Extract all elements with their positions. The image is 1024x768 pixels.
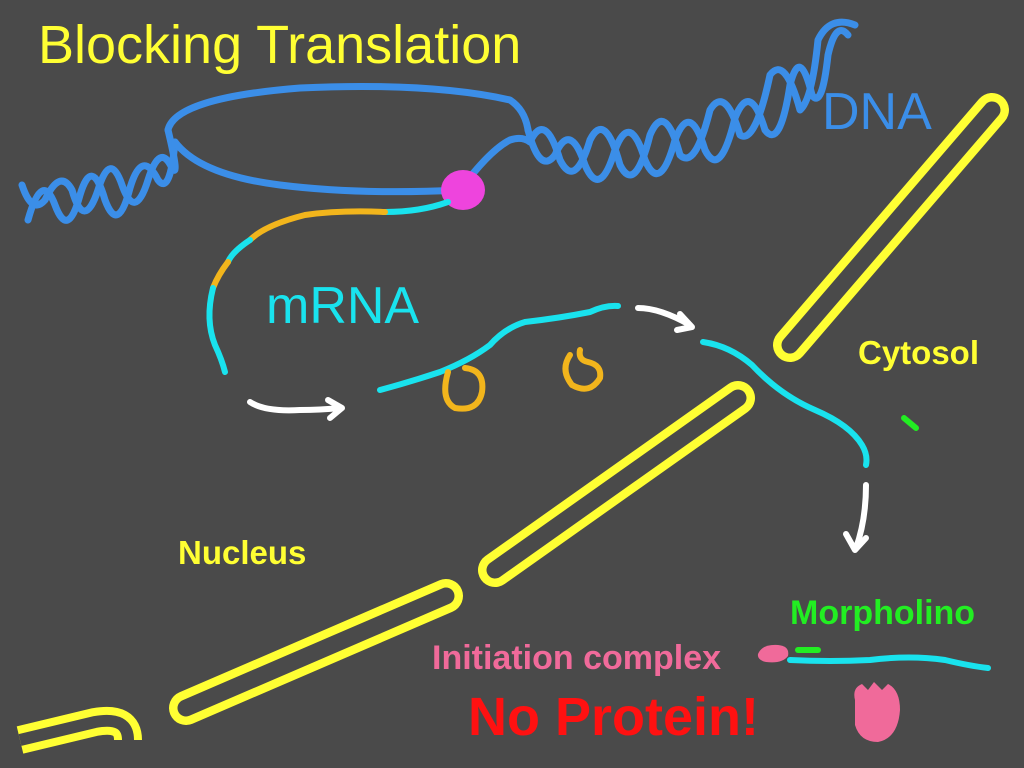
membrane-segment-middle (478, 381, 755, 587)
process-arrow-icon (635, 305, 695, 333)
mrna-label: mRNA (266, 277, 420, 335)
mrna-nuclear (206, 199, 451, 375)
mrna-cytosolic (700, 339, 870, 468)
mrna-utr-segment-2 (210, 259, 231, 291)
membrane-segment-bottom-left (16, 706, 142, 754)
mrna-strand-start (382, 199, 451, 215)
blocked-ribosome-icon (854, 682, 900, 742)
nuclear-membrane (16, 93, 1009, 754)
cytosol-label: Cytosol (858, 334, 980, 371)
mrna-strand-tail (206, 285, 228, 375)
slide-title: Blocking Translation (38, 15, 522, 75)
morpholino-oligo-icon (901, 415, 919, 431)
dna-loop-top (164, 83, 532, 134)
mrna-utr-segment (247, 208, 388, 243)
mrna-strand-mid (225, 237, 253, 265)
dna-loop-bottom (171, 134, 534, 196)
mrna-transit-strand (377, 302, 621, 393)
rna-polymerase-icon (441, 170, 485, 210)
nucleus-label: Nucleus (178, 534, 307, 571)
mrna-loop-2 (562, 347, 604, 392)
mrna-loop-1 (442, 365, 486, 412)
process-arrow-icon (247, 397, 345, 421)
membrane-segment-lower (169, 579, 463, 725)
mrna-transit (377, 302, 621, 412)
membrane-segment-top-right (773, 93, 1009, 362)
morpholino-label: Morpholino (790, 594, 976, 632)
initiation-complex-icon (757, 644, 789, 663)
no-protein-label: No Protein! (468, 687, 759, 747)
process-arrow-icon (843, 482, 869, 553)
mrna-target (787, 654, 991, 671)
dna-helix (18, 18, 859, 224)
dna-label: DNA (822, 83, 932, 141)
dna-strand-right-b (526, 18, 859, 179)
dna-strand-left-b (24, 138, 179, 224)
process-arrows (247, 305, 869, 553)
initiation-complex-label: Initiation complex (432, 639, 722, 677)
